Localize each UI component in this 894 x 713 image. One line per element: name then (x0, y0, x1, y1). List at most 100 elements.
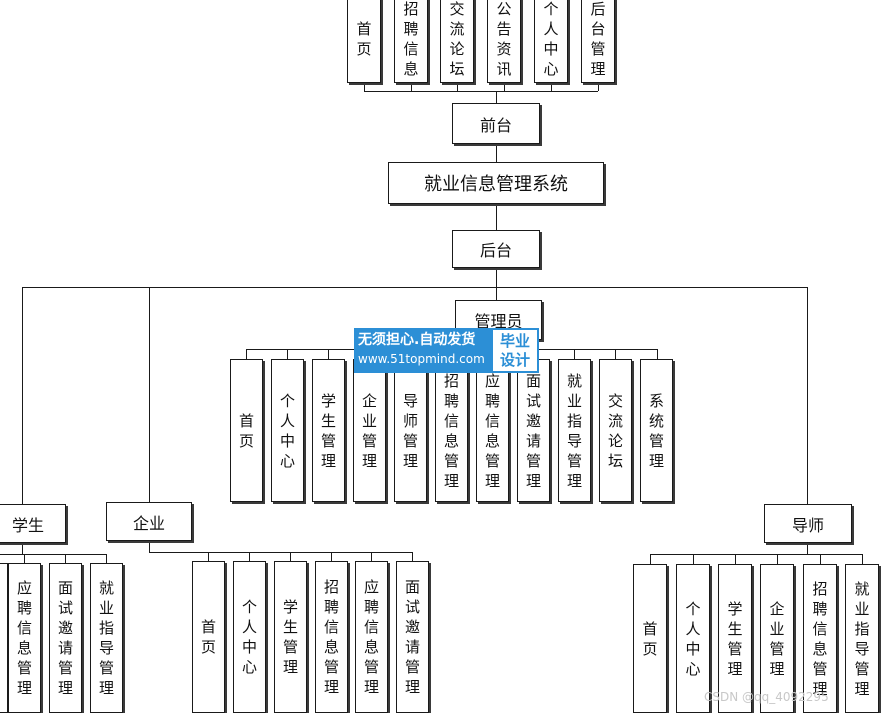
front-item-label: 交流论坛 (449, 0, 465, 78)
connector (862, 554, 863, 564)
student-item-label: 面试邀请管理 (57, 579, 73, 697)
connector (820, 554, 821, 564)
front-item-box: 个人中心 (534, 0, 568, 83)
watermark-slogan: 无须担心.自动发货 (358, 332, 476, 348)
company-item-box: 招聘信息管理 (315, 561, 348, 713)
connector (149, 287, 150, 502)
admin-item-box: 学生管理 (312, 359, 345, 502)
company-item-box: 应聘信息管理 (355, 561, 388, 713)
connector (331, 552, 332, 561)
connector (371, 552, 372, 561)
connector (807, 287, 808, 504)
mentor-item-box: 就业指导管理 (845, 564, 879, 713)
company-node: 企业 (106, 502, 192, 541)
connector (24, 554, 25, 563)
connector (574, 349, 575, 359)
connector (650, 554, 651, 564)
student-item-box: 面试邀请管理 (49, 563, 82, 713)
student-item-label: 就业指导管理 (98, 579, 114, 697)
connector (0, 554, 106, 555)
connector (149, 541, 150, 552)
student-node: 学生 (0, 504, 66, 543)
front-item-box: 交流论坛 (440, 0, 474, 83)
company-item-label: 个人中心 (241, 598, 257, 676)
connector (65, 554, 66, 563)
admin-item-box: 首页 (230, 359, 263, 502)
mentor-item-box: 招聘信息管理 (803, 564, 837, 713)
watermark-text-panel: 无须担心.自动发货 www.51topmind.com (354, 328, 491, 373)
mentor-node: 导师 (764, 504, 852, 543)
mentor-item-box: 企业管理 (760, 564, 794, 713)
connector (411, 83, 412, 91)
backend-node: 后台 (452, 230, 540, 268)
mentor-item-label: 就业指导管理 (854, 579, 870, 698)
connector (650, 554, 862, 555)
mentor-item-label: 企业管理 (769, 599, 785, 678)
admin-item-box: 应聘信息管理 (476, 359, 509, 502)
admin-item-label: 首页 (238, 411, 254, 450)
admin-item-box: 交流论坛 (599, 359, 632, 502)
admin-item-label: 招聘信息管理 (443, 371, 459, 490)
company-item-box: 首页 (192, 561, 225, 713)
mentor-item-label: 学生管理 (727, 599, 743, 678)
front-item-label: 个人中心 (543, 0, 559, 78)
connector (208, 552, 209, 561)
connector (598, 83, 599, 91)
front-item-box: 招聘信息 (394, 0, 428, 83)
admin-item-box: 个人中心 (271, 359, 304, 502)
connector (657, 349, 658, 359)
admin-node-label: 管理员 (474, 312, 523, 331)
admin-item-box: 企业管理 (353, 359, 386, 502)
admin-item-box: 招聘信息管理 (435, 359, 468, 502)
admin-item-label: 交流论坛 (607, 391, 623, 470)
company-item-box: 学生管理 (274, 561, 307, 713)
connector (246, 349, 247, 359)
admin-item-label: 导师管理 (402, 391, 418, 470)
admin-item-box: 导师管理 (394, 359, 427, 502)
connector (496, 144, 497, 162)
front-item-label: 首页 (356, 19, 372, 58)
connector (22, 287, 23, 504)
connector (22, 543, 23, 554)
connector (149, 552, 412, 553)
connector (777, 554, 778, 564)
connector (22, 287, 808, 288)
company-item-box: 面试邀请管理 (396, 561, 429, 713)
mentor-item-box: 个人中心 (676, 564, 710, 713)
student-node-label: 学生 (11, 515, 44, 535)
company-item-label: 招聘信息管理 (323, 578, 339, 696)
connector (412, 552, 413, 561)
mentor-item-label: 个人中心 (685, 599, 701, 678)
admin-item-box: 面试邀请管理 (517, 359, 550, 502)
admin-item-label: 企业管理 (361, 391, 377, 470)
backend-node-label: 后台 (479, 241, 512, 260)
connector (735, 554, 736, 564)
admin-item-box: 就业指导管理 (558, 359, 591, 502)
admin-item-label: 个人中心 (279, 391, 295, 470)
watermark-banner: 无须担心.自动发货 www.51topmind.com 毕业 设计 (354, 328, 539, 373)
system-title-node: 就业信息管理系统 (388, 162, 604, 204)
mentor-item-label: 首页 (642, 619, 658, 658)
admin-item-label: 学生管理 (320, 391, 336, 470)
connector (496, 287, 497, 300)
admin-item-label: 面试邀请管理 (525, 371, 541, 490)
connector (106, 554, 107, 563)
company-item-label: 首页 (200, 618, 216, 656)
mentor-item-box: 学生管理 (718, 564, 752, 713)
connector (496, 204, 497, 230)
mentor-item-label: 招聘信息管理 (812, 579, 828, 698)
front-item-label: 后台管理 (590, 0, 606, 78)
student-item-box (0, 563, 8, 713)
connector (328, 349, 329, 359)
footer-watermark: CSDN @qq_4092295 (704, 690, 829, 704)
admin-item-label: 应聘信息管理 (484, 371, 500, 490)
connector (364, 83, 365, 91)
admin-item-label: 就业指导管理 (566, 371, 582, 490)
admin-item-box: 系统管理 (640, 359, 673, 502)
front-item-box: 公告资讯 (487, 0, 521, 83)
mentor-item-box: 首页 (633, 564, 667, 713)
watermark-url: www.51topmind.com (358, 352, 485, 366)
company-node-label: 企业 (132, 513, 165, 533)
connector (615, 349, 616, 359)
watermark-badge: 毕业 设计 (491, 328, 539, 373)
